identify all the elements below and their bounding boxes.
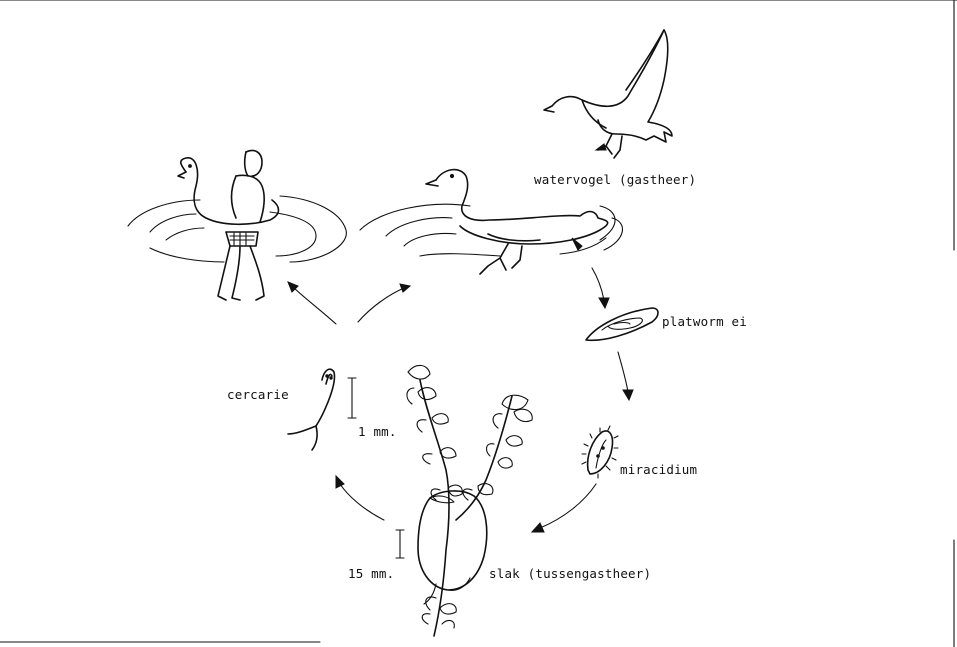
scale-bar-cercaria: [348, 378, 356, 418]
cycle-arrows: [288, 268, 633, 532]
miracidium-illustration: [582, 426, 618, 478]
egg-label: platworm ei: [662, 314, 747, 329]
scale-bar-snail: [396, 530, 404, 558]
cercaria-label: cercarie: [227, 387, 289, 402]
snail-label: slak (tussengastheer): [489, 566, 651, 581]
flying-bird-illustration: [544, 30, 672, 158]
duck-ripples: [360, 204, 622, 256]
scale-cercaria-label: 1 mm.: [358, 424, 397, 439]
swimmer-illustration: [178, 150, 279, 300]
cercaria-illustration: [288, 369, 335, 450]
host-label: watervogel (gastheer): [534, 172, 696, 187]
swimmer-ripples: [128, 196, 346, 262]
snail-plant-illustration: [407, 365, 532, 636]
miracidium-label: miracidium: [620, 462, 697, 477]
scale-snail-label: 15 mm.: [348, 566, 394, 581]
flatworm-egg-illustration: [586, 308, 658, 340]
